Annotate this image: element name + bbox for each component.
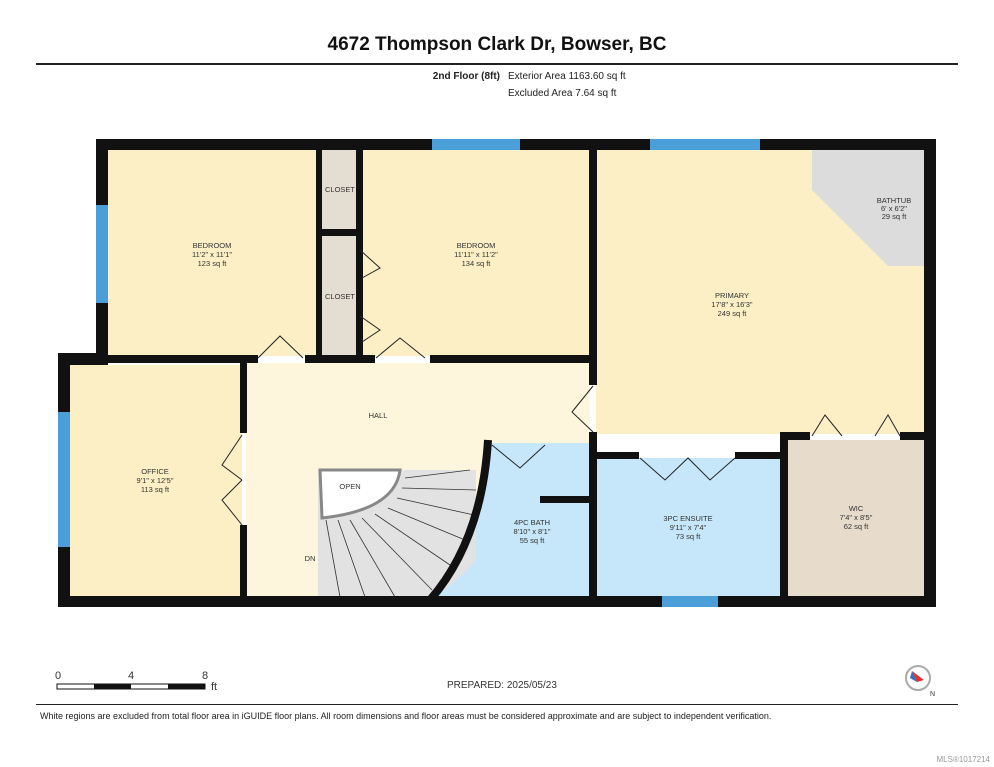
svg-text:ft: ft (211, 681, 217, 693)
svg-text:9'1" x 12'5": 9'1" x 12'5" (137, 476, 174, 485)
svg-text:3PC ENSUITE: 3PC ENSUITE (663, 514, 712, 523)
room-label-bathtub: BATHTUB 6' x 6'2" 29 sq ft (877, 196, 911, 221)
svg-text:N: N (930, 691, 935, 698)
svg-text:134 sq ft: 134 sq ft (462, 259, 492, 268)
svg-text:4: 4 (128, 670, 134, 682)
svg-text:62 sq ft: 62 sq ft (844, 522, 870, 531)
floor-label: 2nd Floor (8ft) (432, 71, 500, 82)
svg-text:55 sq ft: 55 sq ft (520, 536, 546, 545)
disclaimer: White regions are excluded from total fl… (40, 711, 772, 721)
page-title: 4672 Thompson Clark Dr, Bowser, BC (327, 34, 667, 55)
svg-text:PRIMARY: PRIMARY (715, 291, 749, 300)
svg-text:8'10" x 8'1": 8'10" x 8'1" (514, 527, 551, 536)
scale-bar: 0 4 8 ft (55, 670, 217, 693)
compass-icon: N (905, 665, 935, 698)
svg-text:WIC: WIC (849, 504, 864, 513)
room-label-wic: WIC 7'4" x 8'5" 62 sq ft (840, 504, 873, 531)
svg-text:11'11" x 11'2": 11'11" x 11'2" (454, 250, 498, 259)
mls-number: MLS®1017214 (936, 755, 991, 764)
svg-text:113 sq ft: 113 sq ft (141, 485, 170, 494)
closet2-floor (322, 236, 358, 356)
svg-text:8: 8 (202, 670, 208, 682)
svg-text:BATHTUB: BATHTUB (877, 196, 911, 205)
stair-treads (325, 469, 477, 598)
ensuite-floor (596, 458, 782, 597)
svg-text:BEDROOM: BEDROOM (193, 241, 232, 250)
door-swings (221, 249, 901, 526)
svg-text:4PC BATH: 4PC BATH (514, 518, 550, 527)
svg-text:7'4" x 8'5": 7'4" x 8'5" (840, 513, 873, 522)
prepared-date: PREPARED: 2025/05/23 (447, 680, 557, 691)
room-label-bedroom2: BEDROOM 11'11" x 11'2" 134 sq ft (454, 241, 498, 268)
closet1-floor (322, 150, 358, 230)
label-open: OPEN (339, 482, 360, 491)
svg-text:11'2" x 11'1": 11'2" x 11'1" (192, 250, 232, 259)
svg-text:0: 0 (55, 670, 61, 682)
bedroom1-floor (108, 150, 318, 356)
bedroom2-floor (362, 150, 590, 356)
svg-text:OFFICE: OFFICE (141, 467, 169, 476)
title-divider (36, 63, 958, 65)
room-label-office: OFFICE 9'1" x 12'5" 113 sq ft (137, 467, 174, 494)
room-label-4pc-bath: 4PC BATH 8'10" x 8'1" 55 sq ft (514, 518, 551, 545)
windows (58, 139, 760, 607)
open-area (318, 468, 402, 520)
label-stairs-down: DN (305, 554, 316, 563)
bathtub-floor (812, 150, 924, 266)
svg-text:9'11" x 7'4": 9'11" x 7'4" (670, 523, 707, 532)
room-label-hall: HALL (369, 411, 388, 420)
room-label-primary: PRIMARY 17'8" x 16'3" 249 sq ft (711, 291, 752, 318)
room-label-bedroom1: BEDROOM 11'2" x 11'1" 123 sq ft (192, 241, 232, 268)
room-label-closet1: CLOSET (325, 185, 355, 194)
footer-divider (36, 704, 958, 705)
svg-text:6' x 6'2": 6' x 6'2" (881, 204, 907, 213)
room-label-ensuite: 3PC ENSUITE 9'11" x 7'4" 73 sq ft (663, 514, 712, 541)
svg-text:29 sq ft: 29 sq ft (882, 212, 908, 221)
wic-floor (788, 440, 924, 597)
office-floor (70, 365, 242, 597)
svg-text:BEDROOM: BEDROOM (457, 241, 496, 250)
excluded-area: Excluded Area 7.64 sq ft (508, 88, 617, 99)
curved-wall (426, 439, 492, 603)
exterior-area: Exterior Area 1163.60 sq ft (508, 71, 626, 82)
svg-text:249 sq ft: 249 sq ft (718, 309, 748, 318)
svg-text:123 sq ft: 123 sq ft (198, 259, 228, 268)
room-label-closet2: CLOSET (325, 292, 355, 301)
svg-text:17'8" x 16'3": 17'8" x 16'3" (711, 300, 752, 309)
svg-text:73 sq ft: 73 sq ft (676, 532, 702, 541)
